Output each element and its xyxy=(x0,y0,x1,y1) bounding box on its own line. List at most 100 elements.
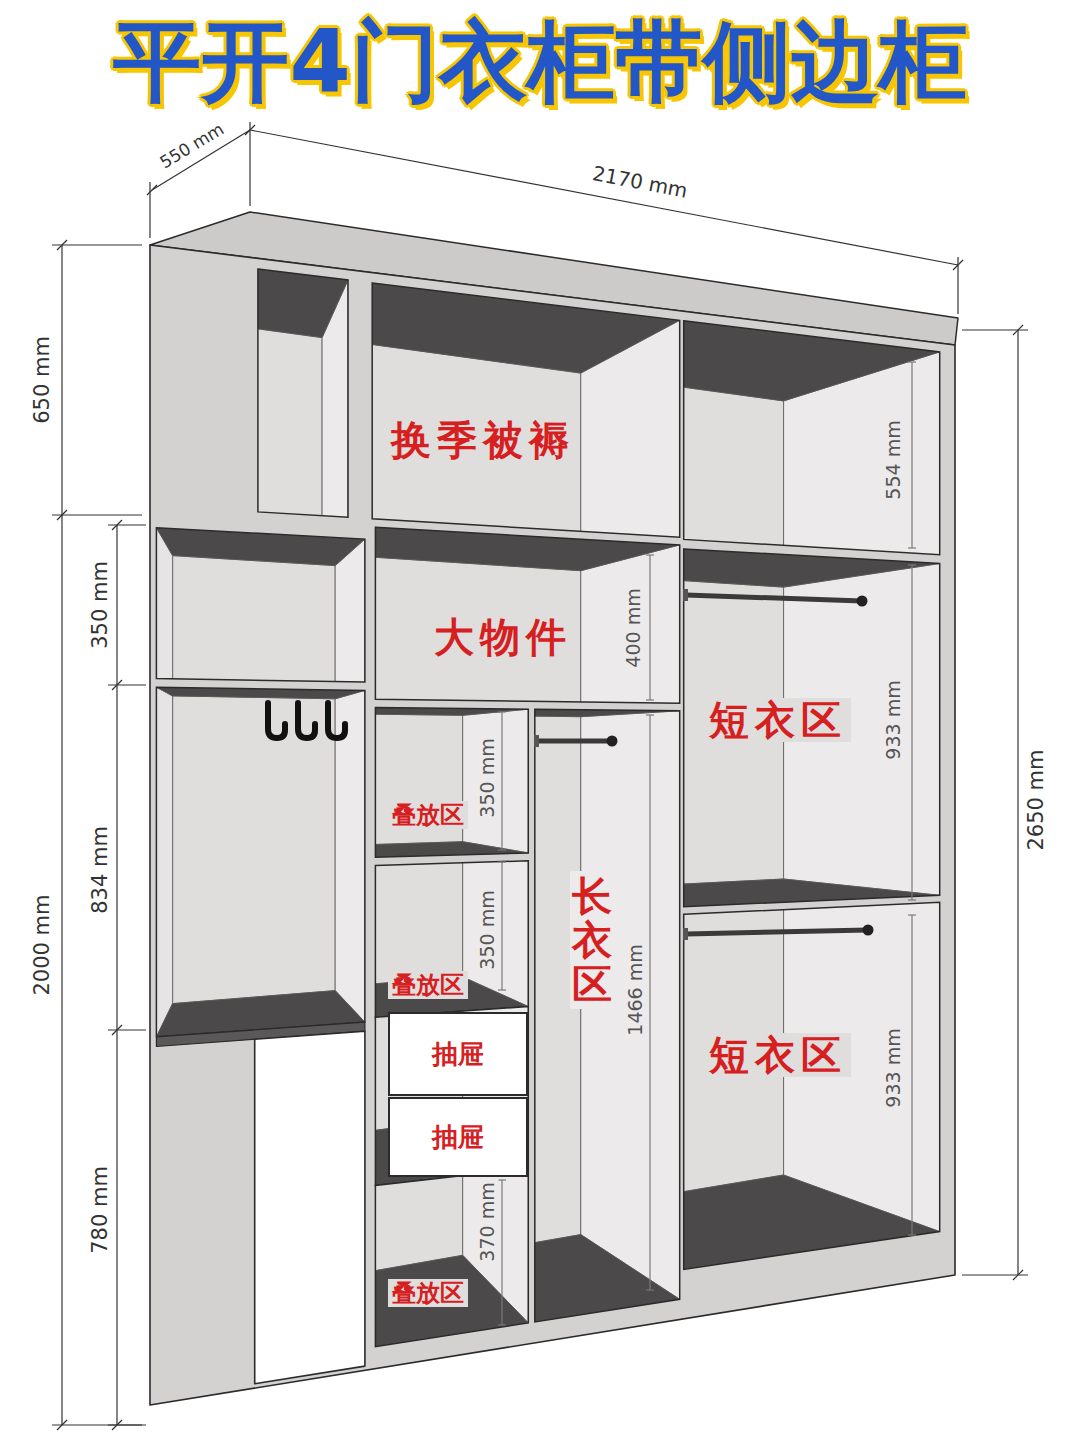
dimension-tick xyxy=(908,547,916,548)
dimension-tick xyxy=(498,849,506,850)
compartment-edge xyxy=(375,1168,528,1347)
back-panel xyxy=(343,849,462,987)
dimension-label: 2650 mm xyxy=(1026,749,1047,850)
rod-bracket xyxy=(683,928,688,940)
dimension-tick xyxy=(498,1324,506,1325)
compartment-edge xyxy=(375,861,528,1017)
page-title: 平开4门衣柜带侧边柜 xyxy=(0,14,1080,111)
compartment-edge xyxy=(156,528,365,682)
dimension-line xyxy=(501,1180,502,1325)
compartment-edge xyxy=(372,283,680,537)
compartment-edge xyxy=(684,902,940,1269)
extension-line xyxy=(249,122,250,206)
dimension-line xyxy=(1017,330,1018,1275)
drawer-front: 抽屉 xyxy=(388,1012,528,1096)
dimension-tick xyxy=(498,711,506,712)
dimension-line xyxy=(911,915,912,1235)
shelf-floor xyxy=(468,1235,680,1322)
dimension-tick xyxy=(908,914,916,915)
extension-line xyxy=(52,514,142,515)
rod-end xyxy=(857,596,868,607)
back-panel xyxy=(173,556,336,692)
ceiling xyxy=(584,321,940,401)
compartment xyxy=(584,321,940,580)
ceiling xyxy=(252,269,348,338)
inner-dimension: 400 mm xyxy=(622,584,645,671)
compartment xyxy=(343,527,679,710)
ceiling xyxy=(584,549,940,587)
dimension-label: 2000 mm xyxy=(32,894,53,995)
inner-dimension: 933 mm xyxy=(882,676,905,763)
extension-line xyxy=(962,1274,1028,1275)
dimension-tick xyxy=(908,899,916,900)
dimension-line xyxy=(61,245,62,1425)
extension-line xyxy=(108,524,146,525)
compartment xyxy=(343,849,528,1018)
cabinet-door xyxy=(255,1031,365,1384)
coat-hook xyxy=(268,703,285,738)
compartment-edge xyxy=(535,709,680,1322)
left-wall xyxy=(156,687,172,1037)
extension-line xyxy=(52,244,142,245)
zone-label: 短衣区 xyxy=(699,698,851,742)
inner-dimension: 350 mm xyxy=(476,734,499,821)
dimension-label: 834 mm xyxy=(90,826,111,914)
dimension-tick xyxy=(908,1234,916,1235)
rod-end xyxy=(607,736,618,747)
dimension-tick xyxy=(646,714,654,715)
compartment xyxy=(156,687,365,1037)
coat-hook xyxy=(328,703,345,738)
zone-label: 换季被褥 xyxy=(381,418,579,462)
extension-line xyxy=(108,684,146,685)
hanging-rod xyxy=(537,739,612,744)
compartment xyxy=(584,549,940,907)
right-wall xyxy=(581,545,680,710)
back-panel xyxy=(173,696,336,1004)
rod-bracket xyxy=(534,735,539,747)
cabinet-body xyxy=(150,245,955,1405)
hanging-rod xyxy=(686,595,862,601)
rod-end xyxy=(863,925,874,936)
dimension-tick xyxy=(908,361,916,362)
back-panel xyxy=(156,687,365,1037)
shelf-floor xyxy=(584,1175,940,1269)
dimension-line xyxy=(501,862,502,990)
dimension-tick xyxy=(646,1289,654,1290)
extension-line xyxy=(149,182,150,238)
compartment xyxy=(341,283,680,564)
compartment xyxy=(343,708,528,858)
zone-label: 长衣区 xyxy=(570,871,614,1009)
extension-line xyxy=(108,1029,146,1030)
dimension-line xyxy=(250,130,958,265)
inner-dimension: 350 mm xyxy=(476,886,499,973)
shelf-floor xyxy=(343,1255,528,1346)
inner-dimension: 554 mm xyxy=(882,416,905,503)
dimension-tick xyxy=(908,564,916,565)
zone-label: 叠放区 xyxy=(388,1279,468,1307)
dimension-label: 350 mm xyxy=(90,561,111,649)
hanging-rod xyxy=(686,930,868,934)
inner-dimension: 1466 mm xyxy=(624,940,647,1039)
right-wall xyxy=(463,709,529,853)
coat-hook xyxy=(298,703,315,738)
inner-dimension: 933 mm xyxy=(882,1024,905,1111)
compartment-edge xyxy=(684,549,940,907)
extension-line xyxy=(108,1424,146,1425)
zone-label: 叠放区 xyxy=(388,801,468,829)
dimension-tick xyxy=(147,185,157,195)
dimension-label: 780 mm xyxy=(90,1166,111,1254)
zone-label: 大物件 xyxy=(424,615,576,659)
extension-line xyxy=(962,329,1028,330)
compartment-edge xyxy=(258,269,348,517)
dimension-tick xyxy=(498,1179,506,1180)
compartment xyxy=(156,528,365,692)
zone-label: 叠放区 xyxy=(388,971,468,999)
dimension-line xyxy=(649,555,650,700)
inner-dimension: 370 mm xyxy=(476,1178,499,1265)
dimension-tick xyxy=(646,699,654,700)
rod-bracket xyxy=(683,589,688,601)
drawer-front: 抽屉 xyxy=(388,1097,528,1177)
dimension-tick xyxy=(646,554,654,555)
dimension-line xyxy=(911,362,912,548)
